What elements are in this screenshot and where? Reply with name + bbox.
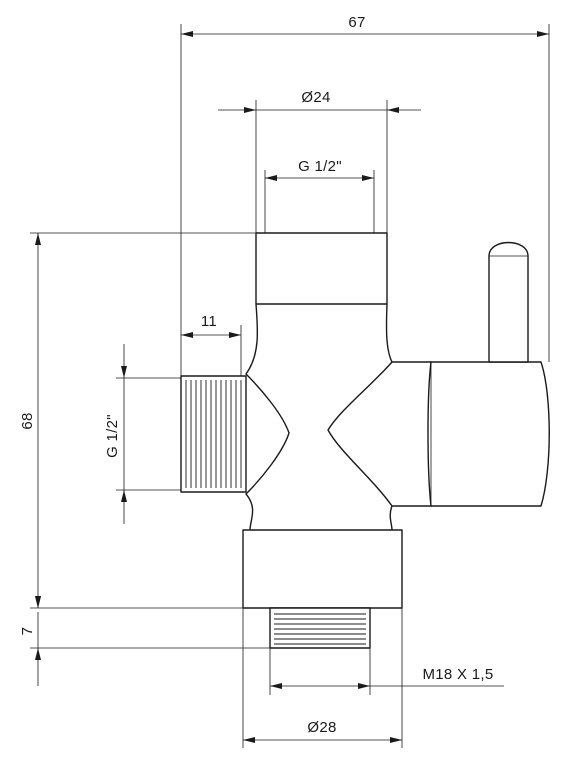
side-threaded-outlet [180,375,247,493]
side-thread-hatching [185,380,242,488]
dim-label-7: 7 [19,627,36,636]
bottom-nut [242,529,403,609]
dim-label-top-diameter: Ø24 [301,89,330,106]
dimension-side-thread: G 1/2" [104,344,181,524]
dimension-bottom-thread-length: 7 [19,596,270,686]
dimension-top-diameter: Ø24 [218,89,421,233]
dim-label-side-thread: G 1/2" [104,414,121,458]
dim-label-67: 67 [348,14,365,31]
handle-housing [427,361,550,507]
dimension-bottom-diameter: Ø28 [242,608,403,748]
dim-label-bottom-thread: M18 X 1,5 [422,666,493,683]
dimension-bottom-thread: M18 X 1,5 [269,648,504,695]
dimension-overall-width: 67 [180,14,550,376]
dim-label-top-thread: G 1/2" [298,158,342,175]
lever-handle [488,241,529,363]
central-body [245,303,432,531]
dim-label-bottom-diameter: Ø28 [307,719,336,736]
bottom-thread-hatching [274,613,366,645]
dimension-top-thread: G 1/2" [264,158,375,233]
top-inlet-collar [255,232,388,305]
dim-label-68: 68 [19,412,36,429]
dim-label-11: 11 [201,313,217,330]
bottom-thread-stub [269,607,371,649]
dimension-side-thread-length: 11 [181,313,242,376]
valve-body [180,232,550,649]
